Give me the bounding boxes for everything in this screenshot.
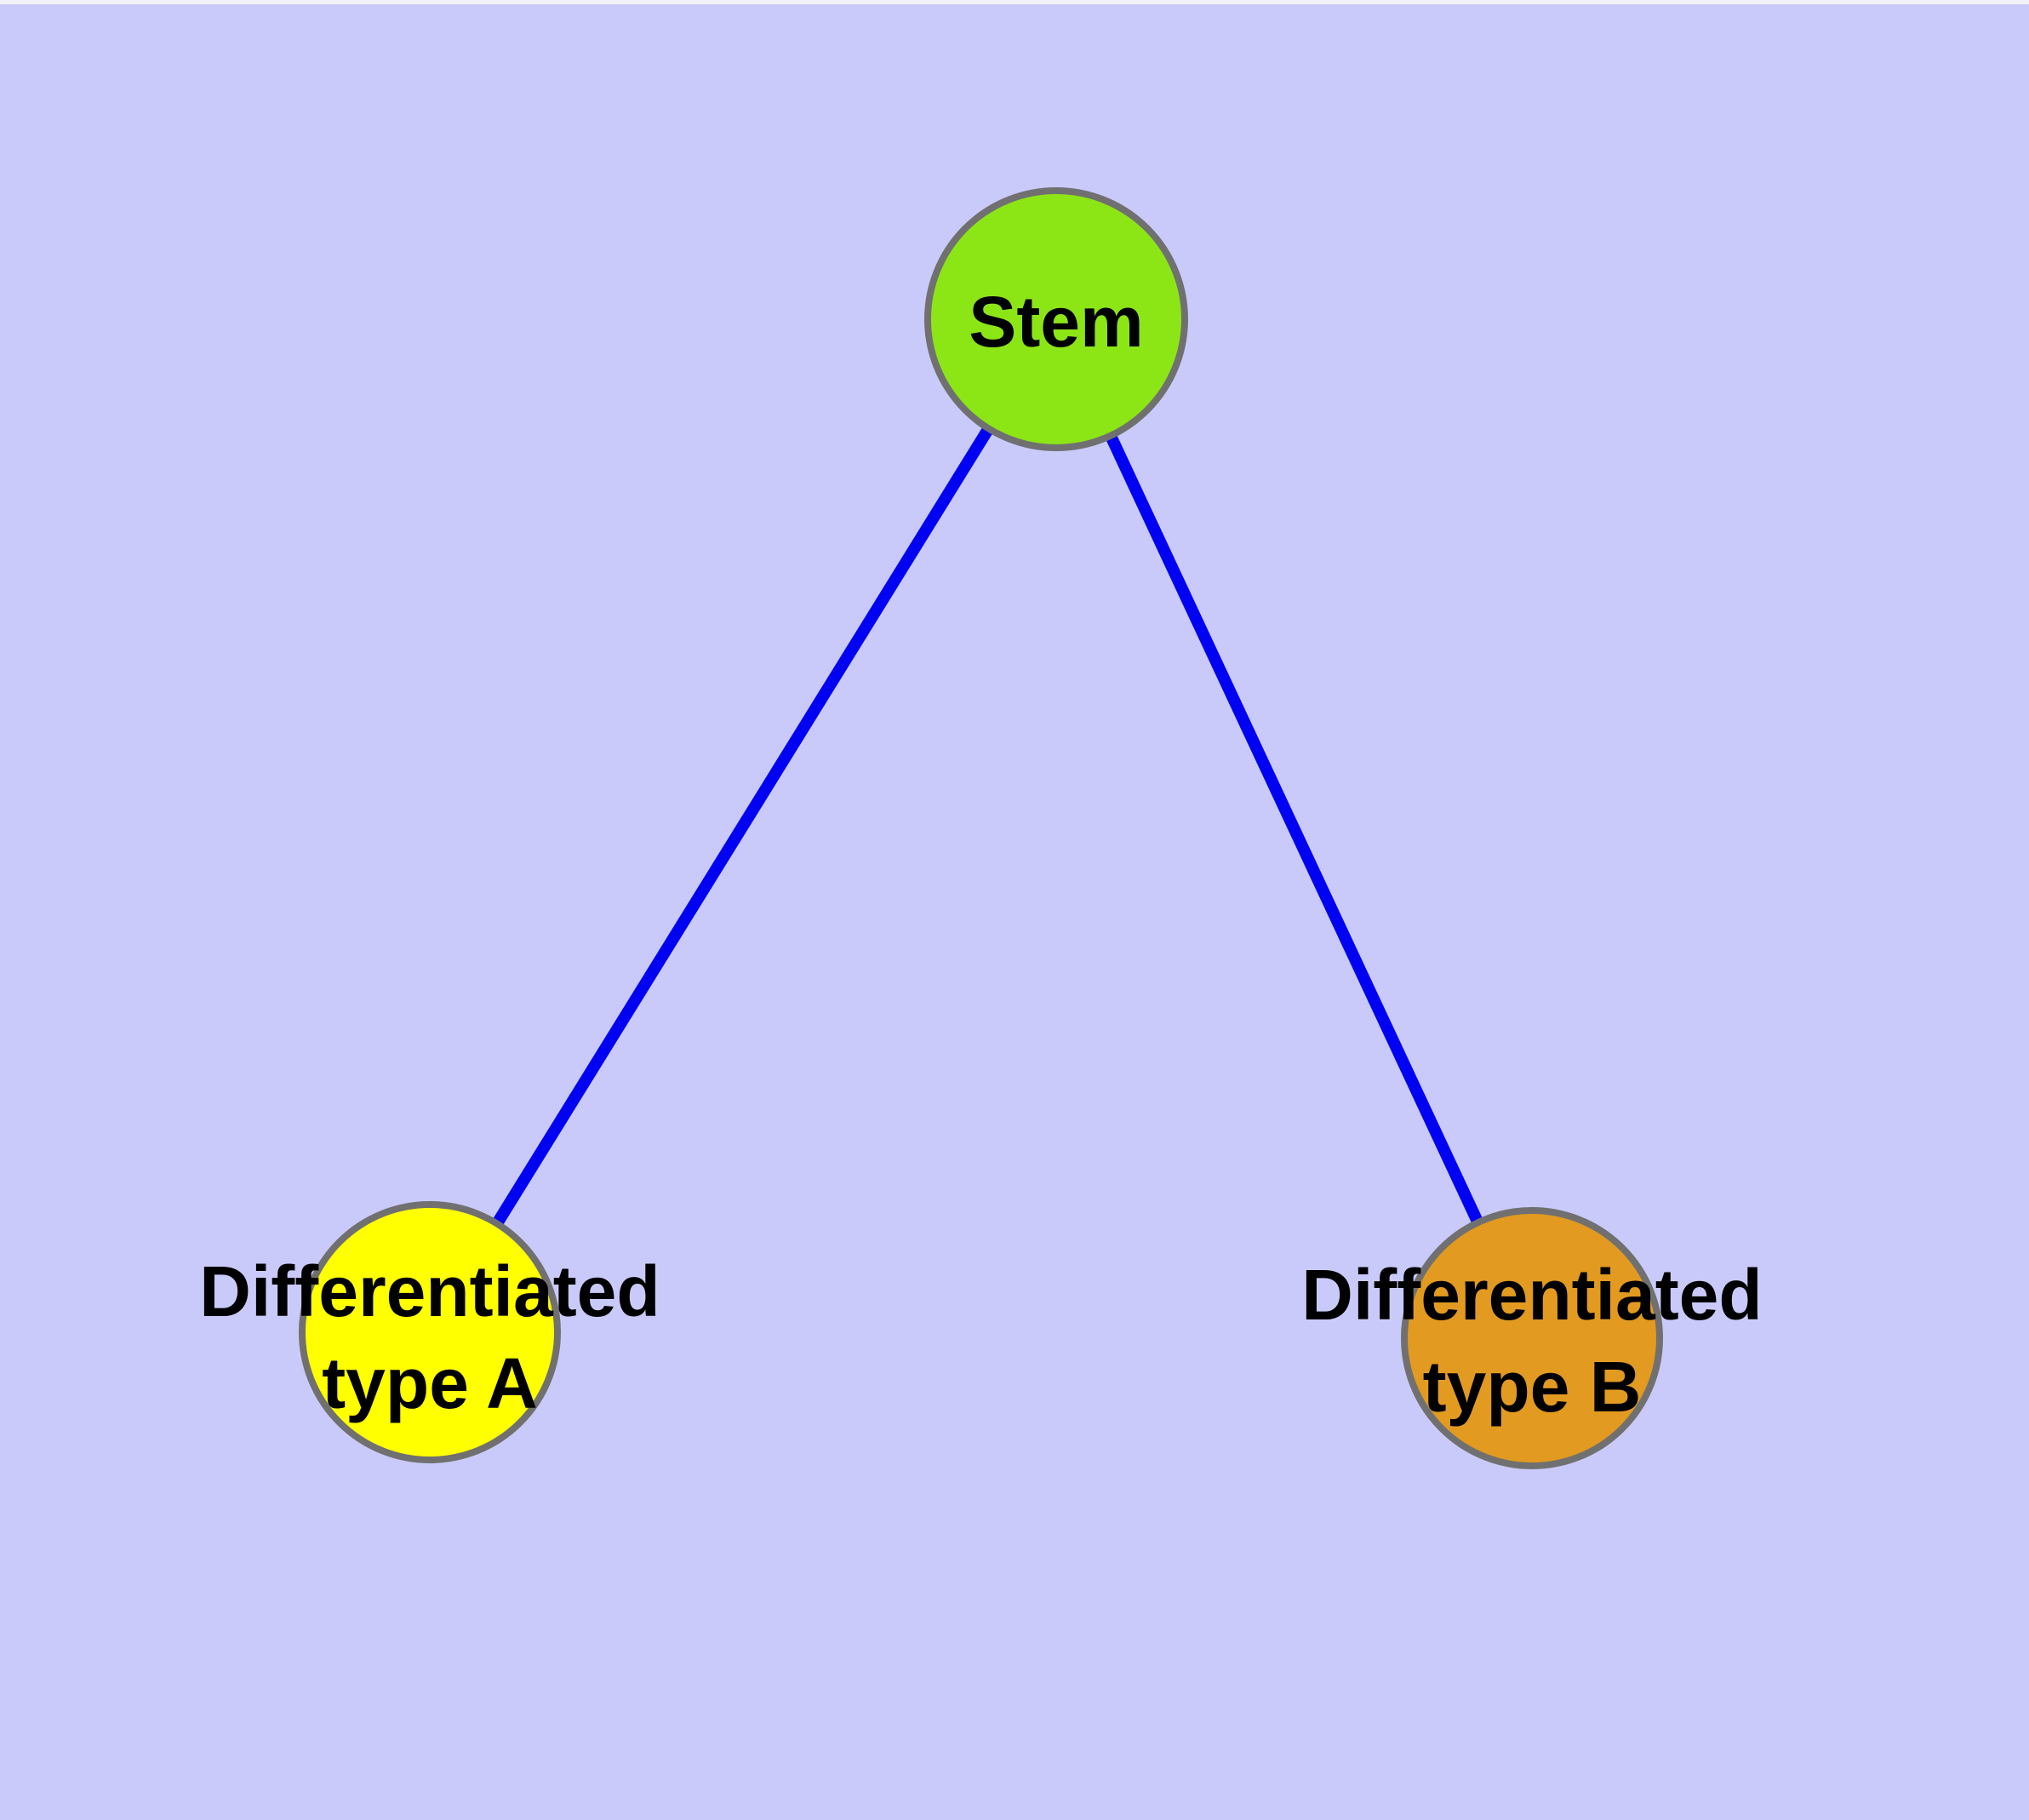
top-edge-strip xyxy=(0,0,2029,4)
node-type-a-label-line1: Differentiated xyxy=(199,1251,660,1331)
node-stem xyxy=(924,187,1188,451)
node-differentiated-type-a xyxy=(299,1201,561,1463)
edge-stem-to-type-b xyxy=(1050,317,1538,1341)
edge-stem-to-type-a xyxy=(425,316,1061,1336)
node-differentiated-type-b xyxy=(1401,1207,1663,1469)
node-stem-label: Stem xyxy=(969,282,1143,362)
node-type-a-label-line2: type A xyxy=(322,1343,538,1423)
node-type-b-label-line1: Differentiated xyxy=(1301,1255,1762,1335)
node-type-b-label-line2: type B xyxy=(1423,1347,1642,1427)
